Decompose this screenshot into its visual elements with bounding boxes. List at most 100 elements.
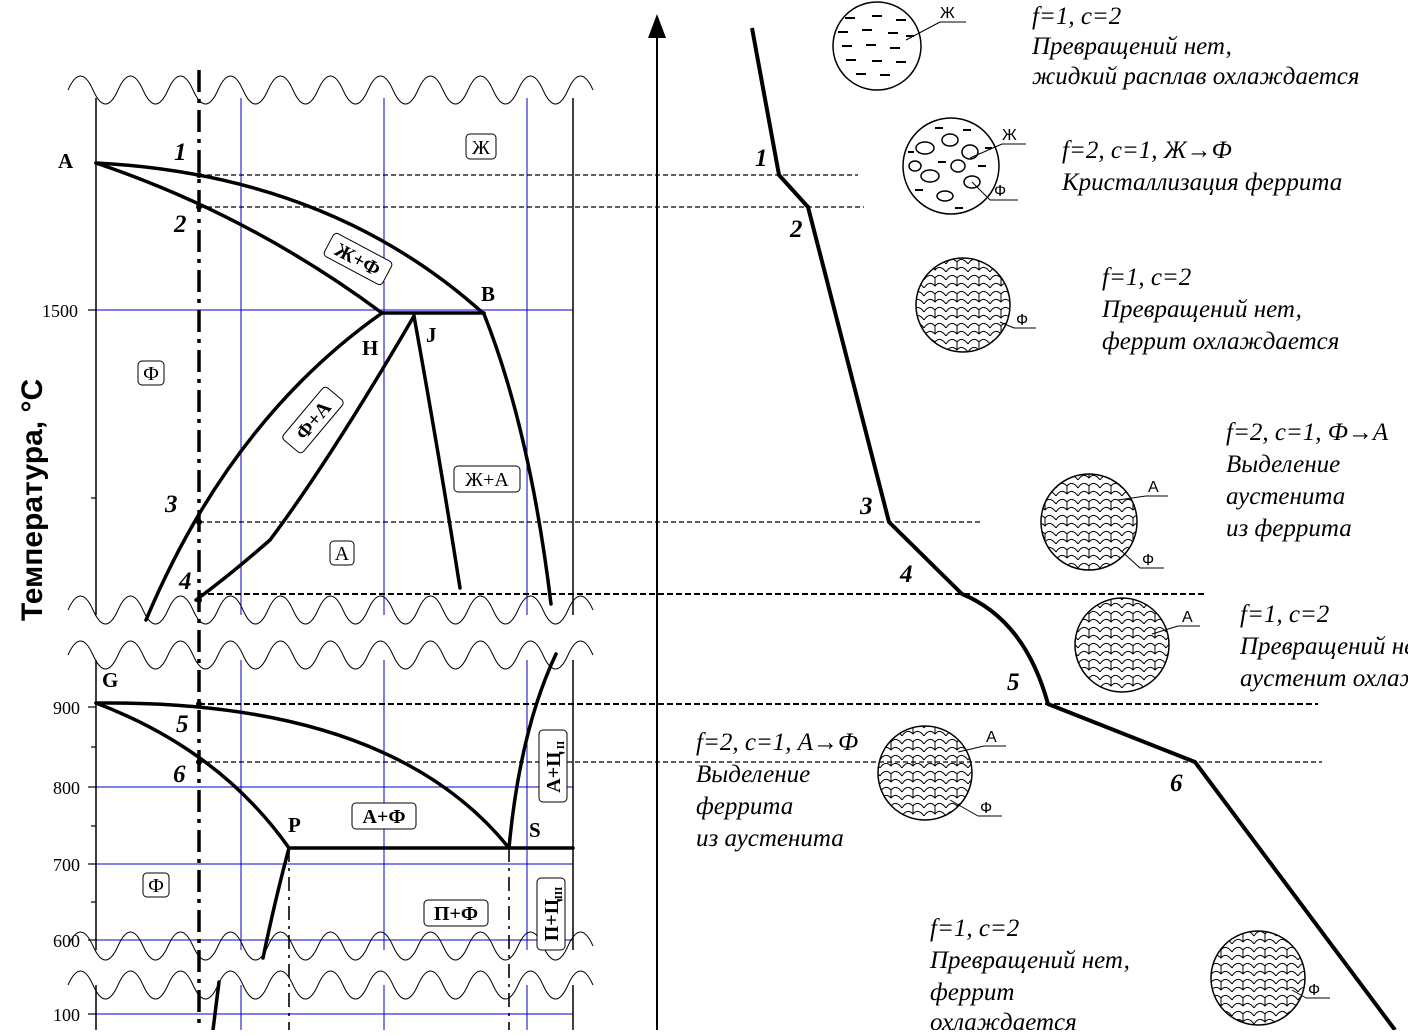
point-label-s: S — [529, 818, 541, 842]
region-ferrite-bottom: Ф — [142, 872, 170, 898]
microstructure-ferrite: Ф — [915, 257, 1036, 353]
tick-label: 600 — [53, 931, 80, 951]
alloy-point-1: 1 — [174, 139, 187, 166]
region-pearlite-ferrite: П+Ф — [423, 899, 489, 927]
micro-label: А — [1148, 479, 1159, 496]
point-label-h: H — [362, 336, 378, 360]
stage-line: Выделение — [1226, 451, 1340, 478]
stage-line: Превращений нет, — [1101, 296, 1302, 323]
stage-text-7: f=1, c=2 Превращений нет, феррит охлажда… — [929, 915, 1130, 1035]
stage-number-4: 4 — [899, 561, 913, 588]
stage-text-3: f=1, c=2 Превращений нет, феррит охлажда… — [1101, 264, 1339, 355]
stage-line: f=2, c=1, Ф→А — [1226, 419, 1389, 446]
boundary-B-down — [482, 312, 553, 606]
micro-label: Ж — [1002, 127, 1017, 144]
temperature-tick-labels: 1500 900 800 700 600 100 — [42, 301, 80, 1025]
alloy-point-5: 5 — [176, 711, 189, 738]
svg-text:Ф: Ф — [143, 363, 159, 385]
tick-label: 100 — [53, 1005, 80, 1025]
stage-line: f=2, c=1, А→Ф — [696, 729, 858, 756]
GS-line — [94, 701, 511, 850]
alloy-point-3: 3 — [164, 491, 178, 518]
cooling-curve — [750, 27, 1397, 1032]
stage-line: Выделение — [696, 761, 810, 788]
alloy-intersections — [196, 172, 202, 765]
alloy-line — [197, 70, 510, 1030]
stage-line: f=1, c=2 — [1240, 601, 1329, 628]
stage-line: из аустенита — [696, 825, 844, 852]
region-liquid-ferrite: Ж+Ф — [323, 232, 393, 286]
boundary-J-down — [412, 314, 462, 590]
micro-label: Ф — [1016, 312, 1028, 329]
point-label-p: P — [288, 813, 301, 837]
phase-boundaries-bottom — [94, 652, 575, 1032]
svg-text:III: III — [553, 887, 565, 900]
micro-label: Ф — [1142, 552, 1154, 569]
GP-line — [94, 701, 291, 850]
stage-number-5: 5 — [1007, 669, 1020, 696]
stage-text-5: f=1, c=2 Превращений нет, аустенит охлаж… — [1239, 601, 1408, 692]
stage-line: феррит охлаждается — [1102, 328, 1339, 355]
micro-label: Ж — [940, 5, 955, 22]
stage-line: феррит — [930, 979, 1014, 1006]
svg-text:П+Ф: П+Ф — [434, 903, 478, 925]
stage-line: аустенит охлаждается — [1240, 665, 1408, 692]
svg-text:Ж: Ж — [472, 137, 490, 159]
PQ-line-bottom — [211, 980, 221, 1032]
projection-lines — [199, 174, 1322, 763]
stage-line: Кристаллизация феррита — [1061, 169, 1342, 196]
region-austenite-ferrite: А+Ф — [351, 802, 417, 830]
point-label-b: B — [481, 282, 495, 306]
alloy-point-6: 6 — [173, 761, 186, 788]
boundary-H-left — [144, 311, 384, 622]
alloy-point-2: 2 — [173, 211, 187, 238]
tick-label: 1500 — [42, 301, 78, 321]
stage-line: f=1, c=2 — [1102, 264, 1191, 291]
point-label-g: G — [102, 668, 118, 692]
point-label-a: A — [58, 149, 74, 173]
svg-text:П+Ц: П+Ц — [541, 898, 563, 941]
stage-text-6: f=2, c=1, А→Ф Выделение феррита из аусте… — [696, 729, 858, 852]
point-label-j: J — [426, 323, 437, 347]
region-austenite-cementite: А+Ц II — [538, 729, 568, 803]
stage-line: Превращений нет, — [929, 947, 1130, 974]
stage-line: Превращений нет, — [1239, 633, 1408, 660]
stage-line: охлаждается — [930, 1009, 1077, 1030]
alloy-point-numbers: 1 2 3 4 5 6 — [164, 139, 192, 788]
svg-text:А+Ф: А+Ф — [362, 806, 405, 828]
microstructure-ferrite-to-austenite: А Ф — [1040, 473, 1168, 571]
micro-label: Ф — [994, 183, 1006, 200]
stage-line: жидкий расплав охлаждается — [1032, 63, 1360, 90]
stage-line: аустенита — [1226, 483, 1345, 510]
microstructure-austenite: А — [1074, 597, 1200, 693]
liquidus-AB — [94, 161, 486, 316]
tick-label: 800 — [53, 778, 80, 798]
stage-line: из феррита — [1226, 515, 1352, 542]
stage-text-2: f=2, c=1, Ж→Ф Кристаллизация феррита — [1061, 137, 1342, 196]
cooling-stage-numbers: 1 2 3 4 5 6 — [755, 145, 1183, 797]
boundary-J-left — [194, 314, 416, 602]
region-ferrite-top: Ф — [137, 360, 165, 386]
region-liquid-austenite: Ж+А — [453, 465, 521, 493]
phase-boundaries-top — [94, 161, 553, 622]
stage-number-3: 3 — [859, 493, 873, 520]
phase-region-labels: Ж Ж+Ф Ф Ф+А Ж+А А А+Ф Ф — [137, 133, 568, 951]
region-austenite: А — [329, 540, 355, 566]
svg-text:А: А — [335, 543, 350, 565]
cooling-curve-axis — [648, 14, 666, 1030]
micro-label: Ф — [1308, 982, 1320, 999]
micro-label: А — [1182, 609, 1193, 626]
stage-line: феррита — [696, 793, 793, 820]
svg-text:Ф: Ф — [148, 875, 164, 897]
svg-text:Ж+А: Ж+А — [465, 469, 509, 491]
svg-text:А+Ц: А+Ц — [543, 751, 565, 793]
stage-line: f=1, c=2 — [1032, 3, 1121, 30]
microstructure-ferrite-final: Ф — [1210, 930, 1330, 1026]
critical-point-labels: A B H J G P S — [58, 149, 541, 842]
diagram-frame — [95, 98, 574, 1030]
stage-text-1: f=1, c=2 Превращений нет, жидкий расплав… — [1031, 3, 1360, 90]
stage-line: Превращений нет, — [1031, 33, 1232, 60]
region-liquid: Ж — [465, 133, 497, 160]
microstructure-crystallization: Ж Ф — [902, 117, 1026, 215]
